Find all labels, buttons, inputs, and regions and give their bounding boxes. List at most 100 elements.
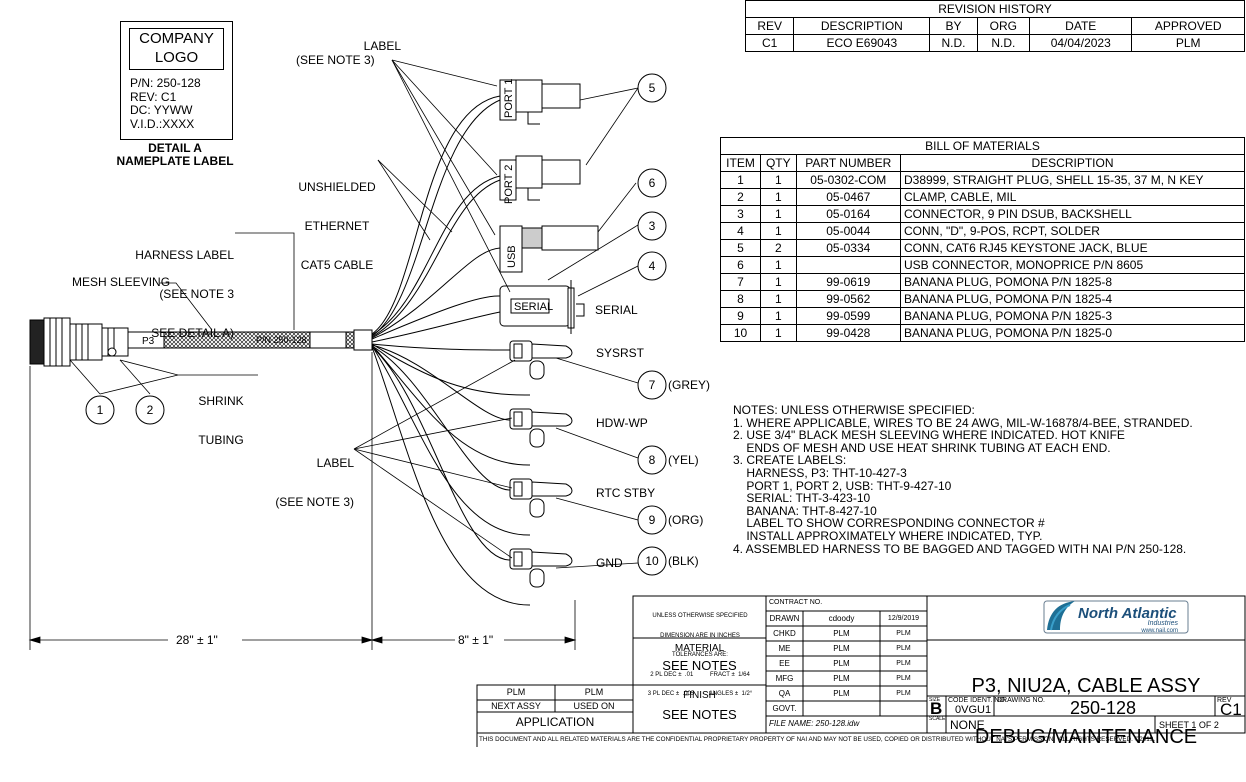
logo-line: COMPANY [139, 30, 214, 47]
mesh-sleeving-callout: MESH SLEEVING [72, 275, 171, 289]
bom-cell: D38999, STRAIGHT PLUG, SHELL 15-35, 37 M… [899, 171, 1246, 189]
bom-cell: BANANA PLUG, POMONA P/N 1825-0 [899, 324, 1246, 342]
finish-value: SEE NOTES [662, 707, 737, 722]
sign-off-cell: CHKD [773, 629, 796, 638]
code-ident-label: CODE IDENT. NO. [948, 697, 1007, 704]
bom-cell: BANANA PLUG, POMONA P/N 1825-8 [899, 273, 1246, 291]
item-balloons [85, 73, 667, 576]
label-text: LABEL [363, 39, 401, 53]
hdwwp-name: HDW-WP [596, 416, 648, 430]
tolerance-line: 3 PL DEC ± .005 ANGLES ± 1/2° [647, 691, 753, 697]
bom-cell: 5 [719, 239, 762, 257]
note-line: HARNESS, P3: THT-10-427-3 [733, 465, 907, 480]
balloon-1: 1 [97, 403, 104, 417]
cable-breakouts [371, 95, 531, 606]
drawing-notes: NOTES: UNLESS OTHERWISE SPECIFIED:1. WHE… [733, 404, 1193, 555]
balloon-2: 2 [147, 403, 154, 417]
company-logo [1043, 600, 1189, 634]
bom-cell: 05-0302-COM [795, 171, 901, 189]
bom-cell: 4 [719, 222, 762, 240]
dimension-left: 28" ± 1" [176, 633, 218, 647]
sign-off-cell: PLM [833, 659, 850, 668]
harness-drawing: P3 P/N 250-128 PORT 1 PORT 2 [28, 59, 1246, 747]
used-on-value: PLM [584, 687, 604, 697]
bom-header: PART NUMBER [795, 154, 901, 172]
material-value: SEE NOTES [662, 658, 737, 673]
balloon-9: 9 [649, 513, 656, 527]
revision-title: REVISION HISTORY [745, 0, 1245, 18]
rev-header: BY [929, 17, 978, 35]
bom-cell: CONN, "D", 9-POS, RCPT, SOLDER [899, 222, 1246, 240]
bom-header: DESCRIPTION [899, 154, 1246, 172]
bom-cell: 05-0164 [795, 205, 901, 223]
port-2-label: PORT 2 [503, 165, 515, 204]
bom-cell: 1 [760, 222, 797, 240]
rev-label: REV [1217, 697, 1232, 704]
sign-off-cell: QA [778, 689, 791, 698]
rev-cell: N.D. [929, 34, 978, 52]
bom-cell: 1 [760, 188, 797, 206]
next-assy-value: PLM [506, 687, 526, 697]
sign-off-cell: PLM [896, 675, 911, 682]
dimension-lines [28, 352, 577, 650]
bom-cell: BANANA PLUG, POMONA P/N 1825-4 [899, 290, 1246, 308]
bom-cell: 10 [719, 324, 762, 342]
bom-cell: 3 [719, 205, 762, 223]
balloon-5: 5 [649, 81, 656, 95]
detail-a-caption: DETAIL A NAMEPLATE LABEL [95, 142, 255, 168]
unshielded-callout: UNSHIELDED ETHERNET CAT5 CABLE [292, 155, 382, 285]
sign-off-cell: PLM [896, 630, 911, 637]
bom-cell: 99-0599 [795, 307, 901, 325]
material-label: MATERIAL [674, 643, 725, 654]
bom-cell: 1 [760, 290, 797, 308]
label-callout-mid: LABEL (SEE NOTE 3) [270, 431, 354, 522]
banana-plug-rtcstby [509, 478, 573, 518]
bom-cell: 1 [760, 256, 797, 274]
sign-off-cell: GOVT. [772, 704, 797, 713]
harness-label-callout: HARNESS LABEL (SEE NOTE 3 SEE DETAIL A) [120, 223, 234, 353]
rev-cell: N.D. [976, 34, 1031, 52]
color-org: (ORG) [668, 513, 703, 527]
shrink-line: SHRINK [198, 394, 244, 408]
rev-header: APPROVED [1131, 17, 1245, 35]
serial-connector [499, 280, 585, 334]
label-note-top: (SEE NOTE 3) [296, 53, 375, 67]
serial-cable-label: SERIAL [514, 301, 553, 313]
leader-lines [69, 59, 639, 569]
banana-plug-hdwwp [509, 408, 573, 448]
unshielded-line: CAT5 CABLE [300, 258, 374, 272]
tolerance-line: DIMENSION ARE IN INCHES [660, 632, 740, 639]
harness-line: SEE DETAIL A) [151, 326, 234, 340]
code-ident-value: 0VGU1 [955, 704, 992, 716]
bom-cell: 2 [719, 188, 762, 206]
note-line: LABEL TO SHOW CORRESPONDING CONNECTOR # [733, 516, 1045, 531]
sign-off-cell: cdoody [828, 614, 855, 623]
bom-cell [795, 256, 901, 274]
nameplate-line: REV: C1 [130, 89, 177, 104]
nameplate-line: DC: YYWW [130, 103, 193, 117]
confidential-notice: THIS DOCUMENT AND ALL RELATED MATERIALS … [479, 736, 1155, 744]
bom-cell: 8 [719, 290, 762, 308]
rev-header: REV [744, 17, 795, 35]
drawing-no-value: 250-128 [1070, 698, 1137, 718]
title-line-1: P3, NIU2A, CABLE ASSY [971, 675, 1201, 697]
sign-off-cell: 12/9/2019 [887, 615, 920, 622]
bom-cell: 7 [719, 273, 762, 291]
finish-label: FINISH [683, 690, 716, 701]
bom-cell: CLAMP, CABLE, MIL [899, 188, 1246, 206]
rev-header: ORG [976, 17, 1031, 35]
balloon-4: 4 [649, 259, 656, 273]
bom-cell: 05-0044 [795, 222, 901, 240]
harness-line: (SEE NOTE 3 [159, 287, 234, 301]
detail-subtitle: NAMEPLATE LABEL [116, 154, 234, 168]
confidential-text: THIS DOCUMENT AND ALL RELATED MATERIALS … [479, 736, 1133, 743]
banana-plug-sysrst [509, 340, 573, 380]
serial-connector-name: SERIAL [595, 303, 638, 317]
tolerance-line: TOLERANCES ARE: [672, 652, 728, 658]
d38999-plug-connector [29, 317, 129, 367]
scale-label: SCALE [929, 716, 946, 722]
